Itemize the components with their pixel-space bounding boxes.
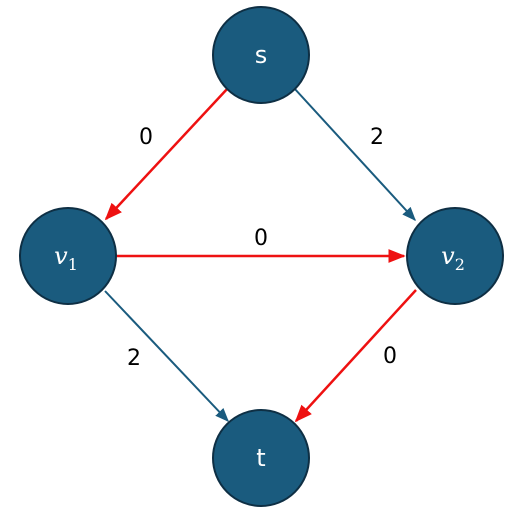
node-v1-subscript: 1 — [68, 255, 78, 274]
node-v2-subscript: 2 — [455, 255, 465, 274]
node-v2: v2 — [406, 207, 504, 305]
node-v2-label: v — [441, 242, 455, 270]
edge-s-v1 — [104, 87, 229, 221]
edge-v1-t — [104, 290, 229, 423]
weight-v1-t: 2 — [127, 346, 141, 371]
svg-text:v1: v1 — [54, 242, 78, 274]
svg-text:v2: v2 — [441, 242, 465, 274]
weight-s-v1: 0 — [139, 125, 153, 150]
node-v1-label: v — [54, 242, 68, 270]
node-t: t — [212, 409, 310, 507]
edge-s-v2 — [293, 87, 416, 222]
weight-v1-v2: 0 — [254, 226, 268, 251]
node-s-label: s — [255, 41, 268, 69]
edge-v2-t — [294, 289, 417, 423]
weight-s-v2: 2 — [370, 125, 384, 150]
node-s: s — [212, 6, 310, 104]
node-v1: v1 — [19, 207, 117, 305]
node-t-label: t — [256, 444, 265, 472]
weight-v2-t: 0 — [383, 344, 397, 369]
